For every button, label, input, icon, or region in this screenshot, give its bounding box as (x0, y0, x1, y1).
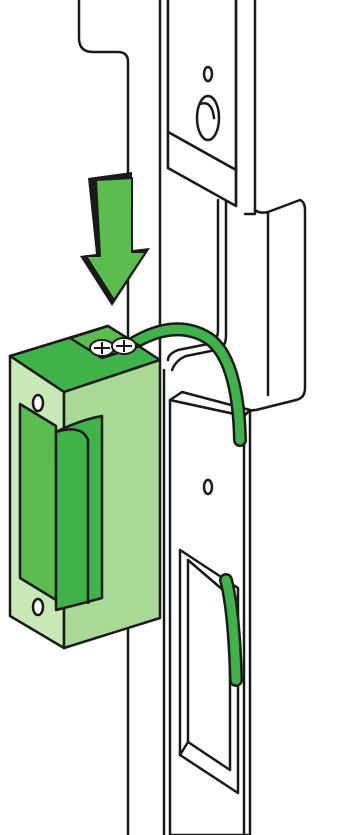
strike-keeper (56, 416, 102, 610)
strike-keeper-recess (20, 404, 56, 600)
frame-mortise-pocket (245, 200, 305, 416)
down-arrow-icon (80, 172, 150, 306)
strike-top-hole-icon (33, 395, 43, 411)
strike-bottom-hole-icon (33, 599, 43, 615)
electric-strike (10, 326, 160, 648)
